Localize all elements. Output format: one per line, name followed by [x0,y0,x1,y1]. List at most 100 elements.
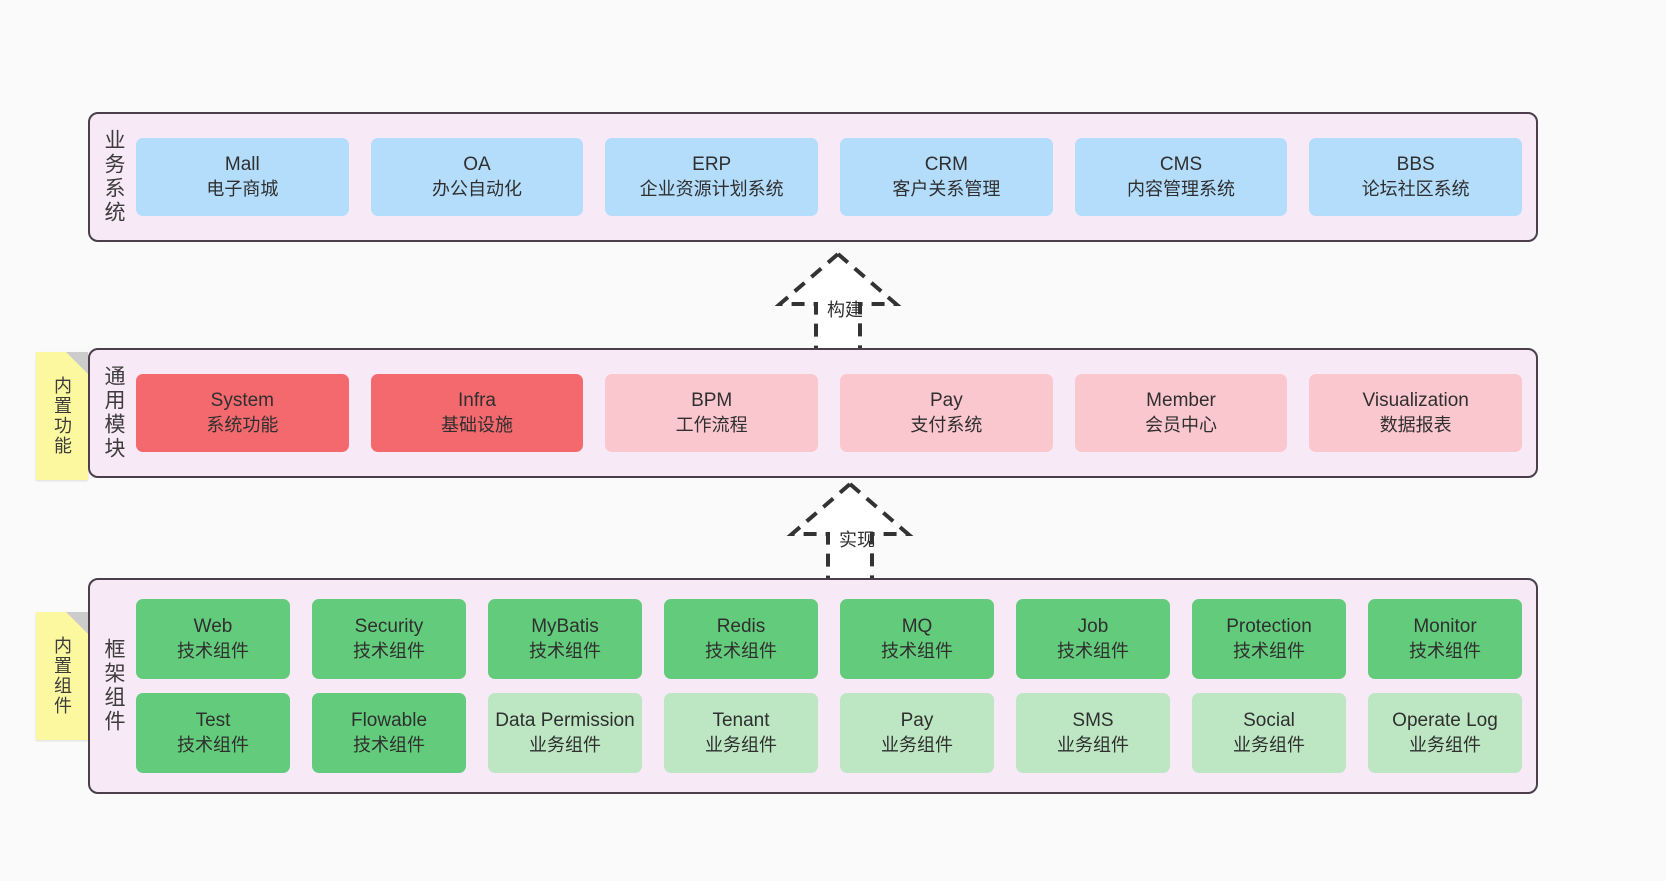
card-subtitle: 技术组件 [1233,640,1305,661]
card-crm[interactable]: CRM 客户关系管理 [840,138,1053,216]
card-subtitle: 客户关系管理 [892,178,1001,199]
card-member[interactable]: Member 会员中心 [1074,374,1288,452]
layer-framework-components: 框架组件 Web 技术组件 Security 技术组件 MyBatis 技术组件… [88,578,1538,794]
card-data-permission[interactable]: Data Permission 业务组件 [488,693,642,773]
card-subtitle: 数据报表 [1379,414,1452,435]
connector-label-build: 构建 [827,300,863,320]
card-job[interactable]: Job 技术组件 [1016,599,1170,679]
card-visualization[interactable]: Visualization 数据报表 [1309,374,1523,452]
card-subtitle: 企业资源计划系统 [639,178,784,199]
common-card-row: System 系统功能 Infra 基础设施 BPM 工作流程 Pay 支付系统… [136,374,1523,452]
card-subtitle: 业务组件 [529,734,601,755]
sticky-note-builtin-components: 内置组件 [36,612,88,740]
card-title: Data Permission [495,710,635,732]
card-title: SMS [1072,710,1114,732]
card-subtitle: 系统功能 [206,414,279,435]
card-flowable[interactable]: Flowable 技术组件 [312,693,466,773]
connector-build: 构建 [748,248,928,358]
note-fold-corner-icon [66,352,88,374]
card-subtitle: 会员中心 [1145,414,1218,435]
card-redis[interactable]: Redis 技术组件 [664,599,818,679]
card-title: Security [354,616,424,638]
card-subtitle: 业务组件 [1057,734,1129,755]
card-pay-component[interactable]: Pay 业务组件 [840,693,994,773]
card-subtitle: 技术组件 [881,640,953,661]
card-pay-module[interactable]: Pay 支付系统 [840,374,1053,452]
card-social[interactable]: Social 业务组件 [1192,693,1346,773]
layer-body-framework: Web 技术组件 Security 技术组件 MyBatis 技术组件 Redi… [136,580,1536,792]
card-protection[interactable]: Protection 技术组件 [1192,599,1346,679]
layer-label-framework: 框架组件 [102,638,125,734]
note-label: 内置组件 [52,636,72,716]
card-title: CRM [924,154,968,176]
connector-label-implement: 实现 [839,530,875,550]
card-title: Web [193,616,233,638]
card-mall[interactable]: Mall 电子商城 [136,138,349,216]
card-title: Flowable [350,710,428,732]
card-bbs[interactable]: BBS 论坛社区系统 [1309,138,1523,216]
card-operate-log[interactable]: Operate Log 业务组件 [1368,693,1522,773]
card-subtitle: 技术组件 [353,734,425,755]
card-subtitle: 技术组件 [1057,640,1129,661]
card-title: Pay [929,390,963,412]
card-title: Operate Log [1392,710,1498,732]
card-mq[interactable]: MQ 技术组件 [840,599,994,679]
card-bpm[interactable]: BPM 工作流程 [605,374,819,452]
card-erp[interactable]: ERP 企业资源计划系统 [605,138,819,216]
card-cms[interactable]: CMS 内容管理系统 [1074,138,1288,216]
card-mybatis[interactable]: MyBatis 技术组件 [488,599,642,679]
card-subtitle: 技术组件 [177,734,249,755]
framework-card-row-biz: Test 技术组件 Flowable 技术组件 Data Permission … [136,693,1522,773]
card-test[interactable]: Test 技术组件 [136,693,290,773]
card-subtitle: 技术组件 [705,640,777,661]
card-subtitle: 业务组件 [705,734,777,755]
card-title: BBS [1396,154,1435,176]
card-system[interactable]: System 系统功能 [136,374,349,452]
card-title: Social [1243,710,1295,732]
card-tenant[interactable]: Tenant 业务组件 [664,693,818,773]
layer-body-business: Mall 电子商城 OA 办公自动化 ERP 企业资源计划系统 CRM 客户关系… [136,114,1536,240]
card-oa[interactable]: OA 办公自动化 [370,138,584,216]
card-infra[interactable]: Infra 基础设施 [370,374,584,452]
card-subtitle: 业务组件 [881,734,953,755]
card-subtitle: 论坛社区系统 [1361,178,1470,199]
card-title: MQ [901,616,933,638]
card-title: System [210,390,275,412]
layer-label-common: 通用模块 [102,365,125,461]
card-title: Job [1077,616,1109,638]
card-monitor[interactable]: Monitor 技术组件 [1368,599,1522,679]
card-subtitle: 技术组件 [529,640,601,661]
note-label: 内置功能 [52,376,72,456]
card-title: Tenant [712,710,770,732]
card-subtitle: 技术组件 [353,640,425,661]
business-card-row: Mall 电子商城 OA 办公自动化 ERP 企业资源计划系统 CRM 客户关系… [136,138,1523,216]
card-subtitle: 业务组件 [1233,734,1305,755]
card-title: BPM [691,390,733,412]
connector-implement: 实现 [760,478,940,588]
card-subtitle: 电子商城 [206,178,279,199]
card-subtitle: 技术组件 [177,640,249,661]
card-title: Visualization [1362,390,1469,412]
sticky-note-builtin-functions: 内置功能 [36,352,88,480]
card-web[interactable]: Web 技术组件 [136,599,290,679]
card-subtitle: 技术组件 [1409,640,1481,661]
layer-label-business: 业务系统 [102,129,125,225]
card-title: Test [195,710,231,732]
card-sms[interactable]: SMS 业务组件 [1016,693,1170,773]
layer-common-modules: 通用模块 System 系统功能 Infra 基础设施 BPM 工作流程 Pay… [88,348,1538,478]
card-title: Pay [900,710,934,732]
card-title: MyBatis [531,616,599,638]
card-subtitle: 工作流程 [675,414,748,435]
layer-body-common: System 系统功能 Infra 基础设施 BPM 工作流程 Pay 支付系统… [136,350,1536,476]
card-title: Member [1146,390,1216,412]
note-fold-corner-icon [66,612,88,634]
card-title: Infra [457,390,497,412]
card-title: Protection [1226,616,1312,638]
card-security[interactable]: Security 技术组件 [312,599,466,679]
framework-card-row-tech: Web 技术组件 Security 技术组件 MyBatis 技术组件 Redi… [136,599,1522,679]
card-title: ERP [692,154,732,176]
card-title: Redis [716,616,766,638]
card-title: Mall [224,154,260,176]
card-subtitle: 内容管理系统 [1127,178,1236,199]
layer-business-systems: 业务系统 Mall 电子商城 OA 办公自动化 ERP 企业资源计划系统 CRM… [88,112,1538,242]
